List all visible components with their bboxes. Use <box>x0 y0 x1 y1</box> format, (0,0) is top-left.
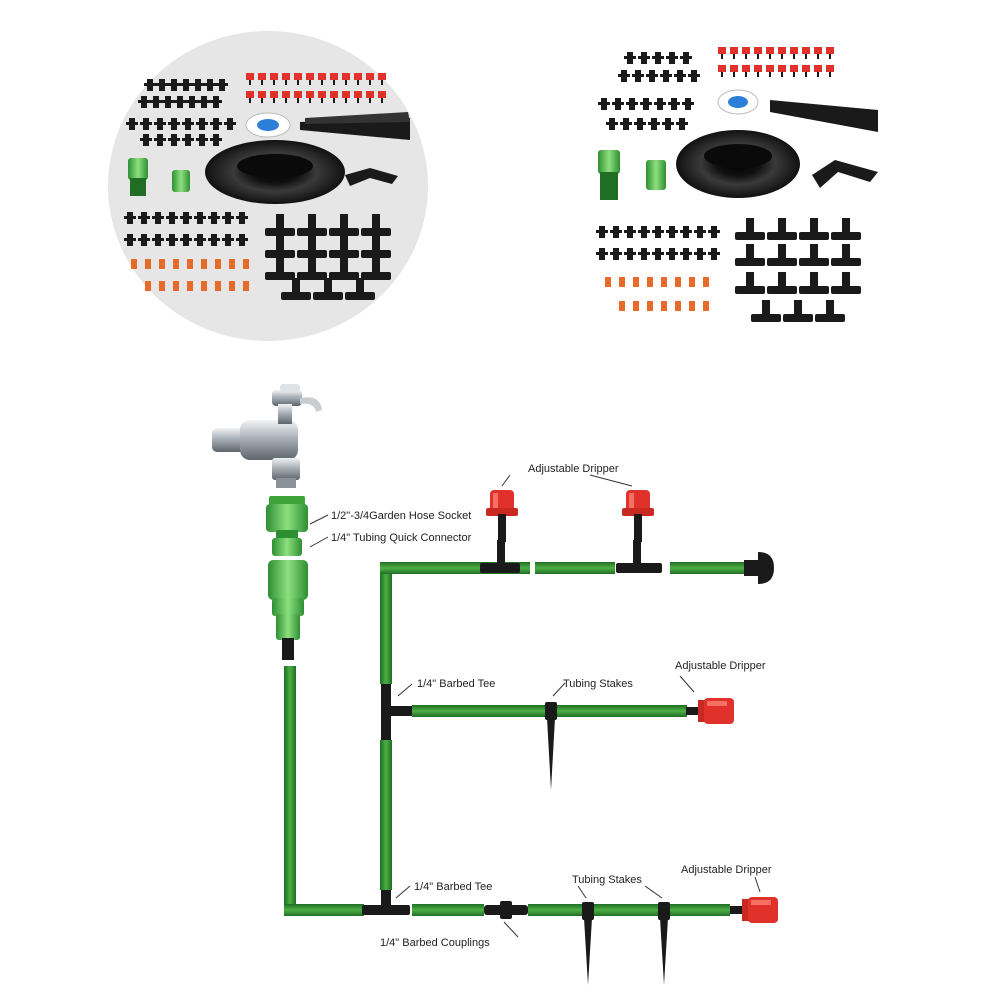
product-photo-right <box>593 36 883 336</box>
end-plug-icon <box>744 552 774 584</box>
tubing-stake-icon <box>582 902 594 985</box>
hose-connectors-icon <box>128 158 190 196</box>
stakes-bundle-icon <box>300 112 410 140</box>
tape-roll-icon <box>717 89 759 115</box>
adjustable-dripper-icon <box>686 698 734 724</box>
label-tee-bottom: 1/4" Barbed Tee <box>414 881 492 893</box>
hose-connectors-icon <box>598 150 666 200</box>
label-dripper-top: Adjustable Dripper <box>528 463 619 475</box>
top-branch <box>480 490 774 584</box>
tubing-stake-icon <box>545 702 557 790</box>
label-stakes-mid: Tubing Stakes <box>563 678 633 690</box>
product-photo-left <box>108 31 428 341</box>
label-quick-connector: 1/4" Tubing Quick Connector <box>331 532 472 544</box>
label-dripper-mid: Adjustable Dripper <box>675 660 766 672</box>
hole-punch-icon <box>345 168 398 186</box>
barbed-tee-icon <box>480 540 520 573</box>
leader-lines <box>309 474 761 938</box>
adjustable-dripper-icon <box>622 490 654 542</box>
hose-socket-icon <box>266 496 308 556</box>
barbed-coupling-icon <box>484 901 528 919</box>
middle-branch <box>381 684 734 790</box>
hole-punch-icon <box>812 160 878 188</box>
bottom-branch <box>362 890 778 985</box>
label-hose-socket: 1/2"-3/4Garden Hose Socket <box>331 510 471 522</box>
main-tubing <box>284 666 296 916</box>
quick-connector-icon <box>268 560 308 660</box>
barbed-tee-icon <box>362 890 410 915</box>
label-couplings: 1/4" Barbed Couplings <box>380 937 490 949</box>
adjustable-dripper-icon <box>486 490 518 542</box>
adjustable-dripper-icon <box>730 897 778 923</box>
label-dripper-bottom: Adjustable Dripper <box>681 864 772 876</box>
tubing-stake-icon <box>658 902 670 985</box>
tape-roll-icon <box>245 112 291 138</box>
barbed-tee-icon <box>381 684 412 740</box>
faucet-icon <box>212 384 322 488</box>
stakes-bundle-icon <box>770 100 878 132</box>
label-tee-mid: 1/4" Barbed Tee <box>417 678 495 690</box>
barbed-tee-icon <box>616 540 662 573</box>
label-stakes-bottom: Tubing Stakes <box>572 874 642 886</box>
branch-tubing <box>380 562 392 684</box>
